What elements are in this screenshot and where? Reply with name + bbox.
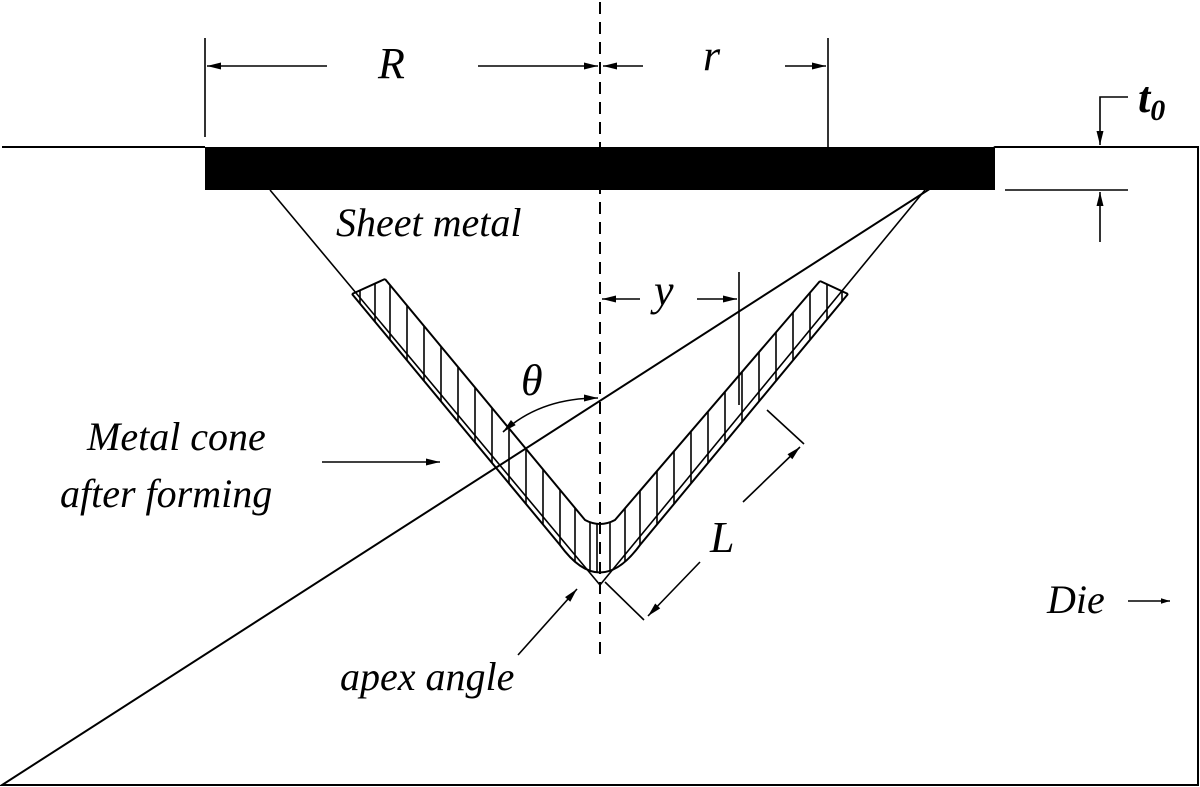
label-sheet-metal: Sheet metal xyxy=(336,200,522,245)
die-outline xyxy=(0,146,1199,786)
label-R: R xyxy=(377,39,405,88)
cone-inner-surface xyxy=(384,278,821,525)
angle-theta-arc xyxy=(502,394,599,433)
label-die: Die xyxy=(1046,577,1105,622)
label-y: y xyxy=(650,266,674,315)
label-L: L xyxy=(709,513,734,562)
dimension-r xyxy=(603,38,829,147)
dimension-R xyxy=(204,38,598,137)
label-apex-angle: apex angle xyxy=(340,654,514,699)
label-metal-cone-line2: after forming xyxy=(60,471,272,516)
dimension-y xyxy=(602,272,740,405)
cone-right-rim xyxy=(819,280,849,295)
dimension-t0 xyxy=(1005,96,1128,242)
cone-left-rim xyxy=(351,278,386,295)
dimension-L xyxy=(604,409,805,621)
label-metal-cone-line1: Metal cone xyxy=(86,414,266,459)
apex-angle-pointer-arrow xyxy=(517,588,578,656)
label-t0: t0 xyxy=(1138,73,1165,127)
label-r: r xyxy=(703,31,721,80)
die-cavity-left-wall xyxy=(269,189,601,586)
die-cavity-right-wall xyxy=(599,189,926,586)
label-theta: θ xyxy=(521,356,543,405)
